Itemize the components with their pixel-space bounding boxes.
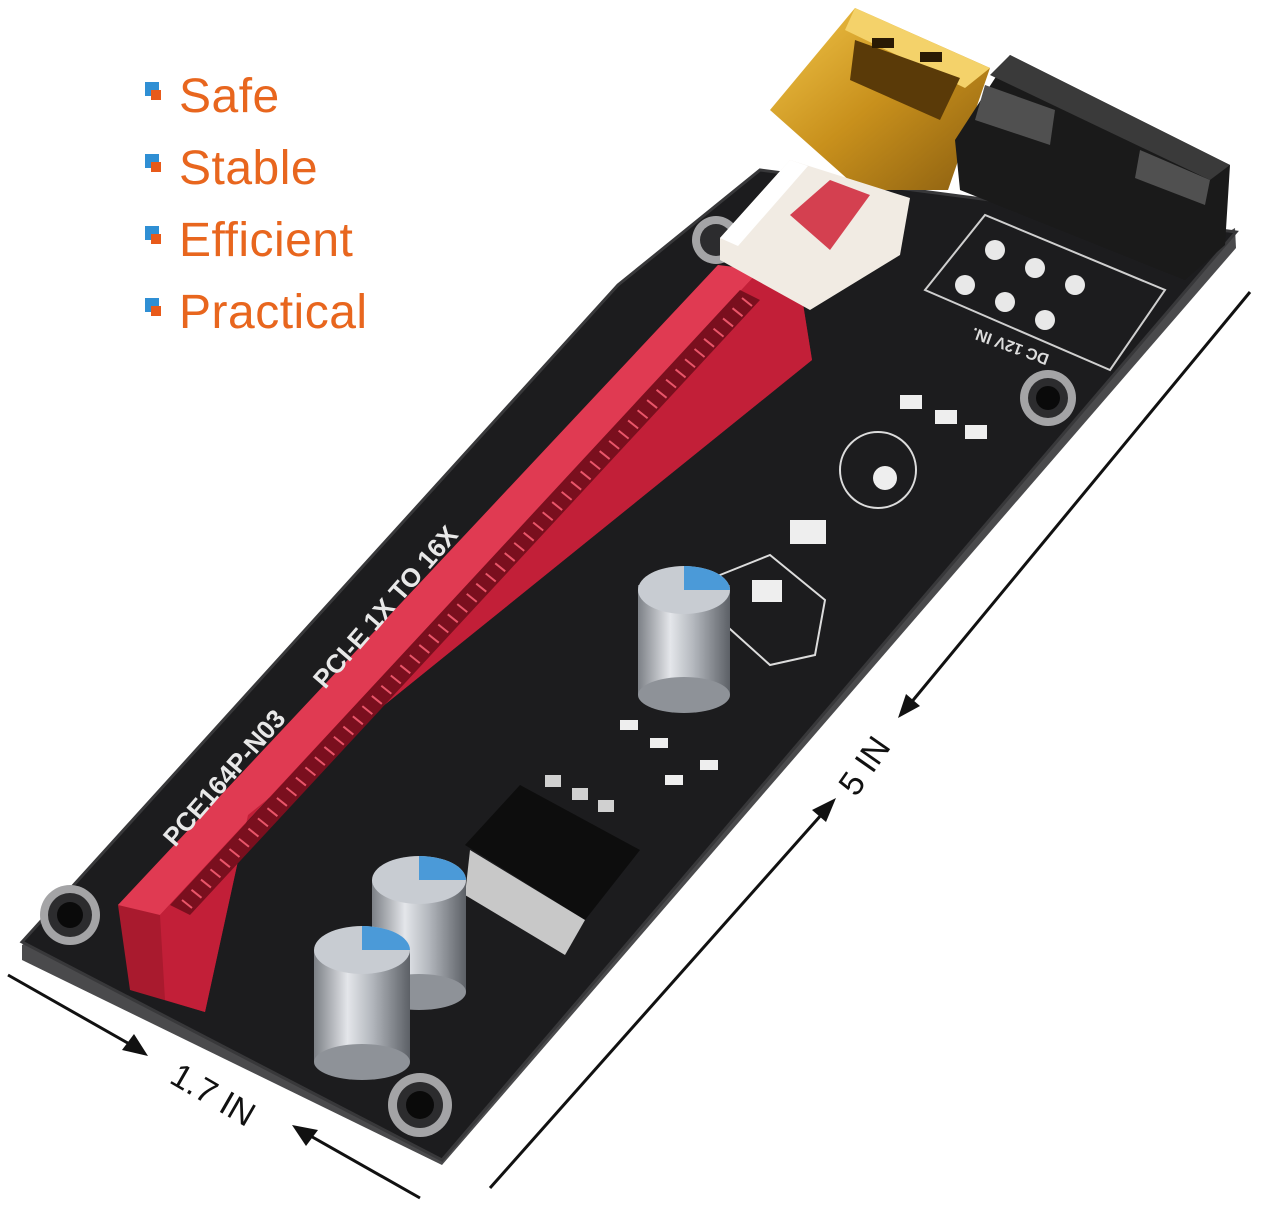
- slot-pin: [665, 378, 677, 389]
- slot-pin: [266, 807, 279, 817]
- slot-pin: [456, 603, 468, 613]
- feature-list: Safe Stable Efficient Practical: [145, 60, 368, 348]
- slot-pin: [741, 297, 753, 307]
- slot-pin: [276, 797, 288, 807]
- slot-pin: [494, 562, 506, 573]
- slot-pin: [627, 419, 639, 430]
- length-dimension-arrow: [488, 291, 1252, 1189]
- power-connector: [955, 55, 1230, 280]
- slot-pin: [209, 868, 222, 879]
- bullet-icon: [145, 226, 165, 246]
- slot-pin: [485, 572, 497, 583]
- slot-pin: [333, 735, 345, 746]
- slot-pin: [390, 674, 402, 685]
- slot-pin: [247, 827, 260, 838]
- slot-pin: [513, 542, 525, 552]
- slot-pin: [617, 429, 630, 440]
- feature-label: Stable: [179, 141, 319, 195]
- slot-pin: [238, 837, 250, 848]
- voltage-regulator: [465, 775, 640, 955]
- slot-pin: [608, 440, 620, 450]
- slot-pin: [655, 389, 668, 399]
- bullet-icon: [145, 298, 165, 318]
- slot-pin: [399, 664, 411, 675]
- slot-pin: [712, 327, 725, 338]
- feature-item-efficient: Efficient: [145, 204, 368, 276]
- capacitor: [638, 566, 730, 713]
- slot-pin: [314, 756, 326, 766]
- slot-pin: [636, 409, 649, 420]
- power-pin-pad: [923, 213, 1167, 372]
- slot-pin: [428, 633, 440, 644]
- feature-item-stable: Stable: [145, 132, 368, 204]
- feature-label: Safe: [179, 69, 280, 123]
- slot-pin: [257, 817, 269, 828]
- slot-pin: [570, 480, 582, 491]
- slot-pin: [731, 307, 744, 317]
- slot-pin: [418, 644, 430, 654]
- usb-connector: [770, 8, 990, 190]
- slot-pin: [542, 511, 554, 522]
- slot-pin: [466, 593, 478, 603]
- bullet-icon: [145, 82, 165, 102]
- slot-pin: [599, 450, 611, 460]
- slot-pin: [323, 746, 335, 756]
- width-dimension-arrow: [7, 973, 421, 1200]
- slot-pin: [295, 776, 307, 787]
- slot-pin: [561, 491, 573, 501]
- slot-pin: [580, 470, 592, 481]
- slot-pin: [219, 858, 231, 868]
- slot-pin: [342, 725, 354, 736]
- slot-pin: [523, 531, 535, 542]
- slot-pin: [380, 684, 392, 695]
- slot-pin-array: [181, 297, 753, 909]
- feature-item-practical: Practical: [145, 276, 368, 348]
- slot-pin: [589, 460, 601, 471]
- slot-pin: [200, 878, 212, 889]
- slot-pin: [551, 501, 563, 511]
- slot-pin: [304, 766, 317, 777]
- length-dimension-label: 5 IN: [831, 730, 898, 803]
- slot-pin: [361, 705, 373, 715]
- feature-item-safe: Safe: [145, 60, 368, 132]
- slot-pin: [447, 613, 459, 624]
- mounting-holes: [40, 216, 1076, 1137]
- slot-pin: [674, 368, 687, 379]
- slot-pin: [532, 521, 544, 532]
- slot-pin: [722, 317, 734, 328]
- slot-pin: [371, 695, 383, 705]
- bullet-icon: [145, 154, 165, 174]
- slot-pin: [409, 654, 421, 664]
- slot-pin: [684, 358, 696, 369]
- slot-pin: [352, 715, 364, 726]
- feature-label: Practical: [179, 285, 368, 339]
- slot-pin: [646, 399, 658, 409]
- smd-components: [620, 395, 987, 785]
- slot-pin: [504, 552, 516, 562]
- slot-pin: [181, 899, 193, 909]
- slot-pin: [190, 889, 203, 899]
- feature-label: Efficient: [179, 213, 354, 267]
- capacitor: [314, 926, 410, 1080]
- white-connector: [720, 160, 910, 310]
- slot-pin: [228, 848, 241, 858]
- slot-pin: [437, 623, 449, 634]
- slot-pin: [703, 338, 715, 348]
- slot-pin: [475, 582, 487, 593]
- slot-pin: [693, 348, 706, 358]
- slot-pin: [285, 786, 298, 797]
